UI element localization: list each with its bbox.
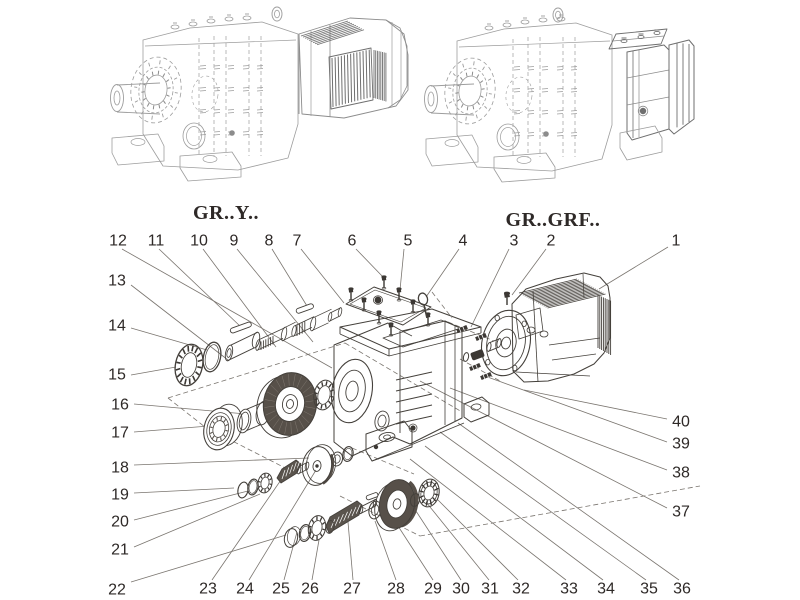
- svg-text:4: 4: [459, 233, 468, 250]
- svg-text:27: 27: [343, 581, 361, 598]
- svg-text:1: 1: [672, 233, 681, 250]
- svg-text:40: 40: [672, 414, 690, 431]
- svg-text:12: 12: [109, 233, 127, 250]
- svg-text:16: 16: [111, 397, 129, 414]
- svg-text:22: 22: [108, 582, 126, 599]
- svg-text:13: 13: [108, 273, 126, 290]
- svg-text:37: 37: [672, 504, 690, 521]
- svg-text:20: 20: [111, 514, 129, 531]
- svg-text:2: 2: [547, 233, 556, 250]
- svg-text:36: 36: [673, 581, 691, 598]
- svg-text:29: 29: [424, 581, 442, 598]
- svg-text:32: 32: [512, 581, 530, 598]
- svg-text:19: 19: [111, 487, 129, 504]
- svg-text:25: 25: [272, 581, 290, 598]
- svg-text:30: 30: [452, 581, 470, 598]
- svg-text:34: 34: [597, 581, 615, 598]
- svg-text:3: 3: [510, 233, 519, 250]
- svg-text:GR..Y..: GR..Y..: [193, 202, 259, 224]
- svg-text:5: 5: [404, 233, 413, 250]
- svg-text:38: 38: [672, 465, 690, 482]
- svg-text:35: 35: [640, 581, 658, 598]
- svg-text:14: 14: [108, 318, 126, 335]
- svg-text:7: 7: [293, 233, 302, 250]
- svg-text:8: 8: [265, 233, 274, 250]
- svg-text:21: 21: [111, 542, 129, 559]
- svg-text:9: 9: [230, 233, 239, 250]
- svg-text:15: 15: [108, 367, 126, 384]
- svg-text:31: 31: [481, 581, 499, 598]
- svg-text:28: 28: [387, 581, 405, 598]
- svg-text:33: 33: [560, 581, 578, 598]
- svg-text:24: 24: [236, 581, 254, 598]
- svg-text:26: 26: [301, 581, 319, 598]
- svg-text:10: 10: [190, 233, 208, 250]
- svg-text:6: 6: [348, 233, 357, 250]
- svg-text:11: 11: [148, 233, 165, 250]
- svg-text:39: 39: [672, 436, 690, 453]
- svg-text:GR..GRF..: GR..GRF..: [506, 209, 601, 231]
- svg-text:17: 17: [111, 425, 129, 442]
- svg-text:23: 23: [199, 581, 217, 598]
- svg-text:18: 18: [111, 460, 129, 477]
